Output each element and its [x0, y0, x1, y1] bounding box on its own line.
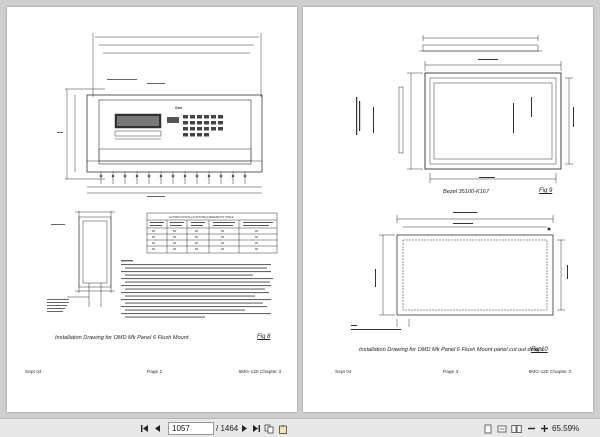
paste-icon	[278, 424, 287, 434]
zoom-in-button[interactable]	[539, 422, 550, 435]
right-page-footer: Sept 04 Page 3 6MG-120 Chapter 3	[321, 370, 577, 378]
left-footer-date: Sept 04	[25, 370, 42, 375]
right-footer-date: Sept 04	[335, 370, 352, 375]
zoom-out-button[interactable]	[526, 422, 537, 435]
next-page-button[interactable]	[239, 422, 250, 435]
page-total: / 1464	[216, 424, 239, 433]
viewer-toolbar: 1057 / 1464 65.59%	[0, 418, 600, 437]
two-page-icon	[510, 424, 522, 433]
fit-width-icon	[497, 425, 507, 432]
panel-installation-drawing: SYSTEM INSTALLATION REQUIREMENTS TABLE G…	[47, 33, 278, 318]
fit-page-icon	[484, 424, 492, 433]
fig9-caption: Bezel 35100-K167	[443, 189, 490, 195]
fig8-label: Fig 8	[257, 334, 271, 340]
first-page-icon	[141, 425, 148, 432]
next-page-icon	[242, 425, 247, 432]
zoom-out-icon	[528, 427, 535, 430]
page-number-input[interactable]: 1057	[168, 422, 214, 435]
left-footer-page: Page 2	[147, 370, 163, 375]
copy-icon	[264, 424, 273, 433]
copy-button[interactable]	[263, 422, 274, 435]
left-page-footer: Sept 04 Page 2 6MG-120 Chapter 3	[25, 370, 281, 378]
previous-page-icon	[155, 425, 160, 432]
previous-page-button[interactable]	[152, 422, 163, 435]
document-page-right: Bezel 35100-K167 Fig 9 Installation Draw…	[303, 7, 593, 412]
zoom-level[interactable]: 65.59%	[552, 424, 580, 433]
bezel-cutout-drawing	[351, 35, 574, 330]
two-page-button[interactable]	[510, 422, 522, 435]
paste-button[interactable]	[277, 422, 288, 435]
fig10-label: Fig 10	[531, 347, 548, 353]
zoom-in-icon	[541, 425, 548, 432]
right-footer-chapter: 6MG-120 Chapter 3	[528, 370, 571, 375]
fig9-label: Fig 9	[539, 188, 553, 194]
last-page-button[interactable]	[251, 422, 262, 435]
first-page-button[interactable]	[139, 422, 150, 435]
right-footer-page: Page 3	[443, 370, 459, 375]
fit-page-button[interactable]	[482, 422, 494, 435]
fig10-caption: Installation Drawing for OMD Mk Panel 6 …	[359, 347, 544, 353]
document-viewport[interactable]: SYSTEM INSTALLATION REQUIREMENTS TABLE G…	[0, 0, 600, 418]
last-page-icon	[253, 425, 260, 432]
left-footer-chapter: 6MG-120 Chapter 3	[238, 370, 281, 375]
document-page-left: SYSTEM INSTALLATION REQUIREMENTS TABLE G…	[7, 7, 297, 412]
fit-width-button[interactable]	[496, 422, 508, 435]
brand-mark: Gent	[175, 106, 183, 110]
fig8-caption: Installation Drawing for OMD Mk Panel 6 …	[55, 335, 189, 341]
requirements-table-title: SYSTEM INSTALLATION REQUIREMENTS TABLE	[169, 215, 234, 219]
